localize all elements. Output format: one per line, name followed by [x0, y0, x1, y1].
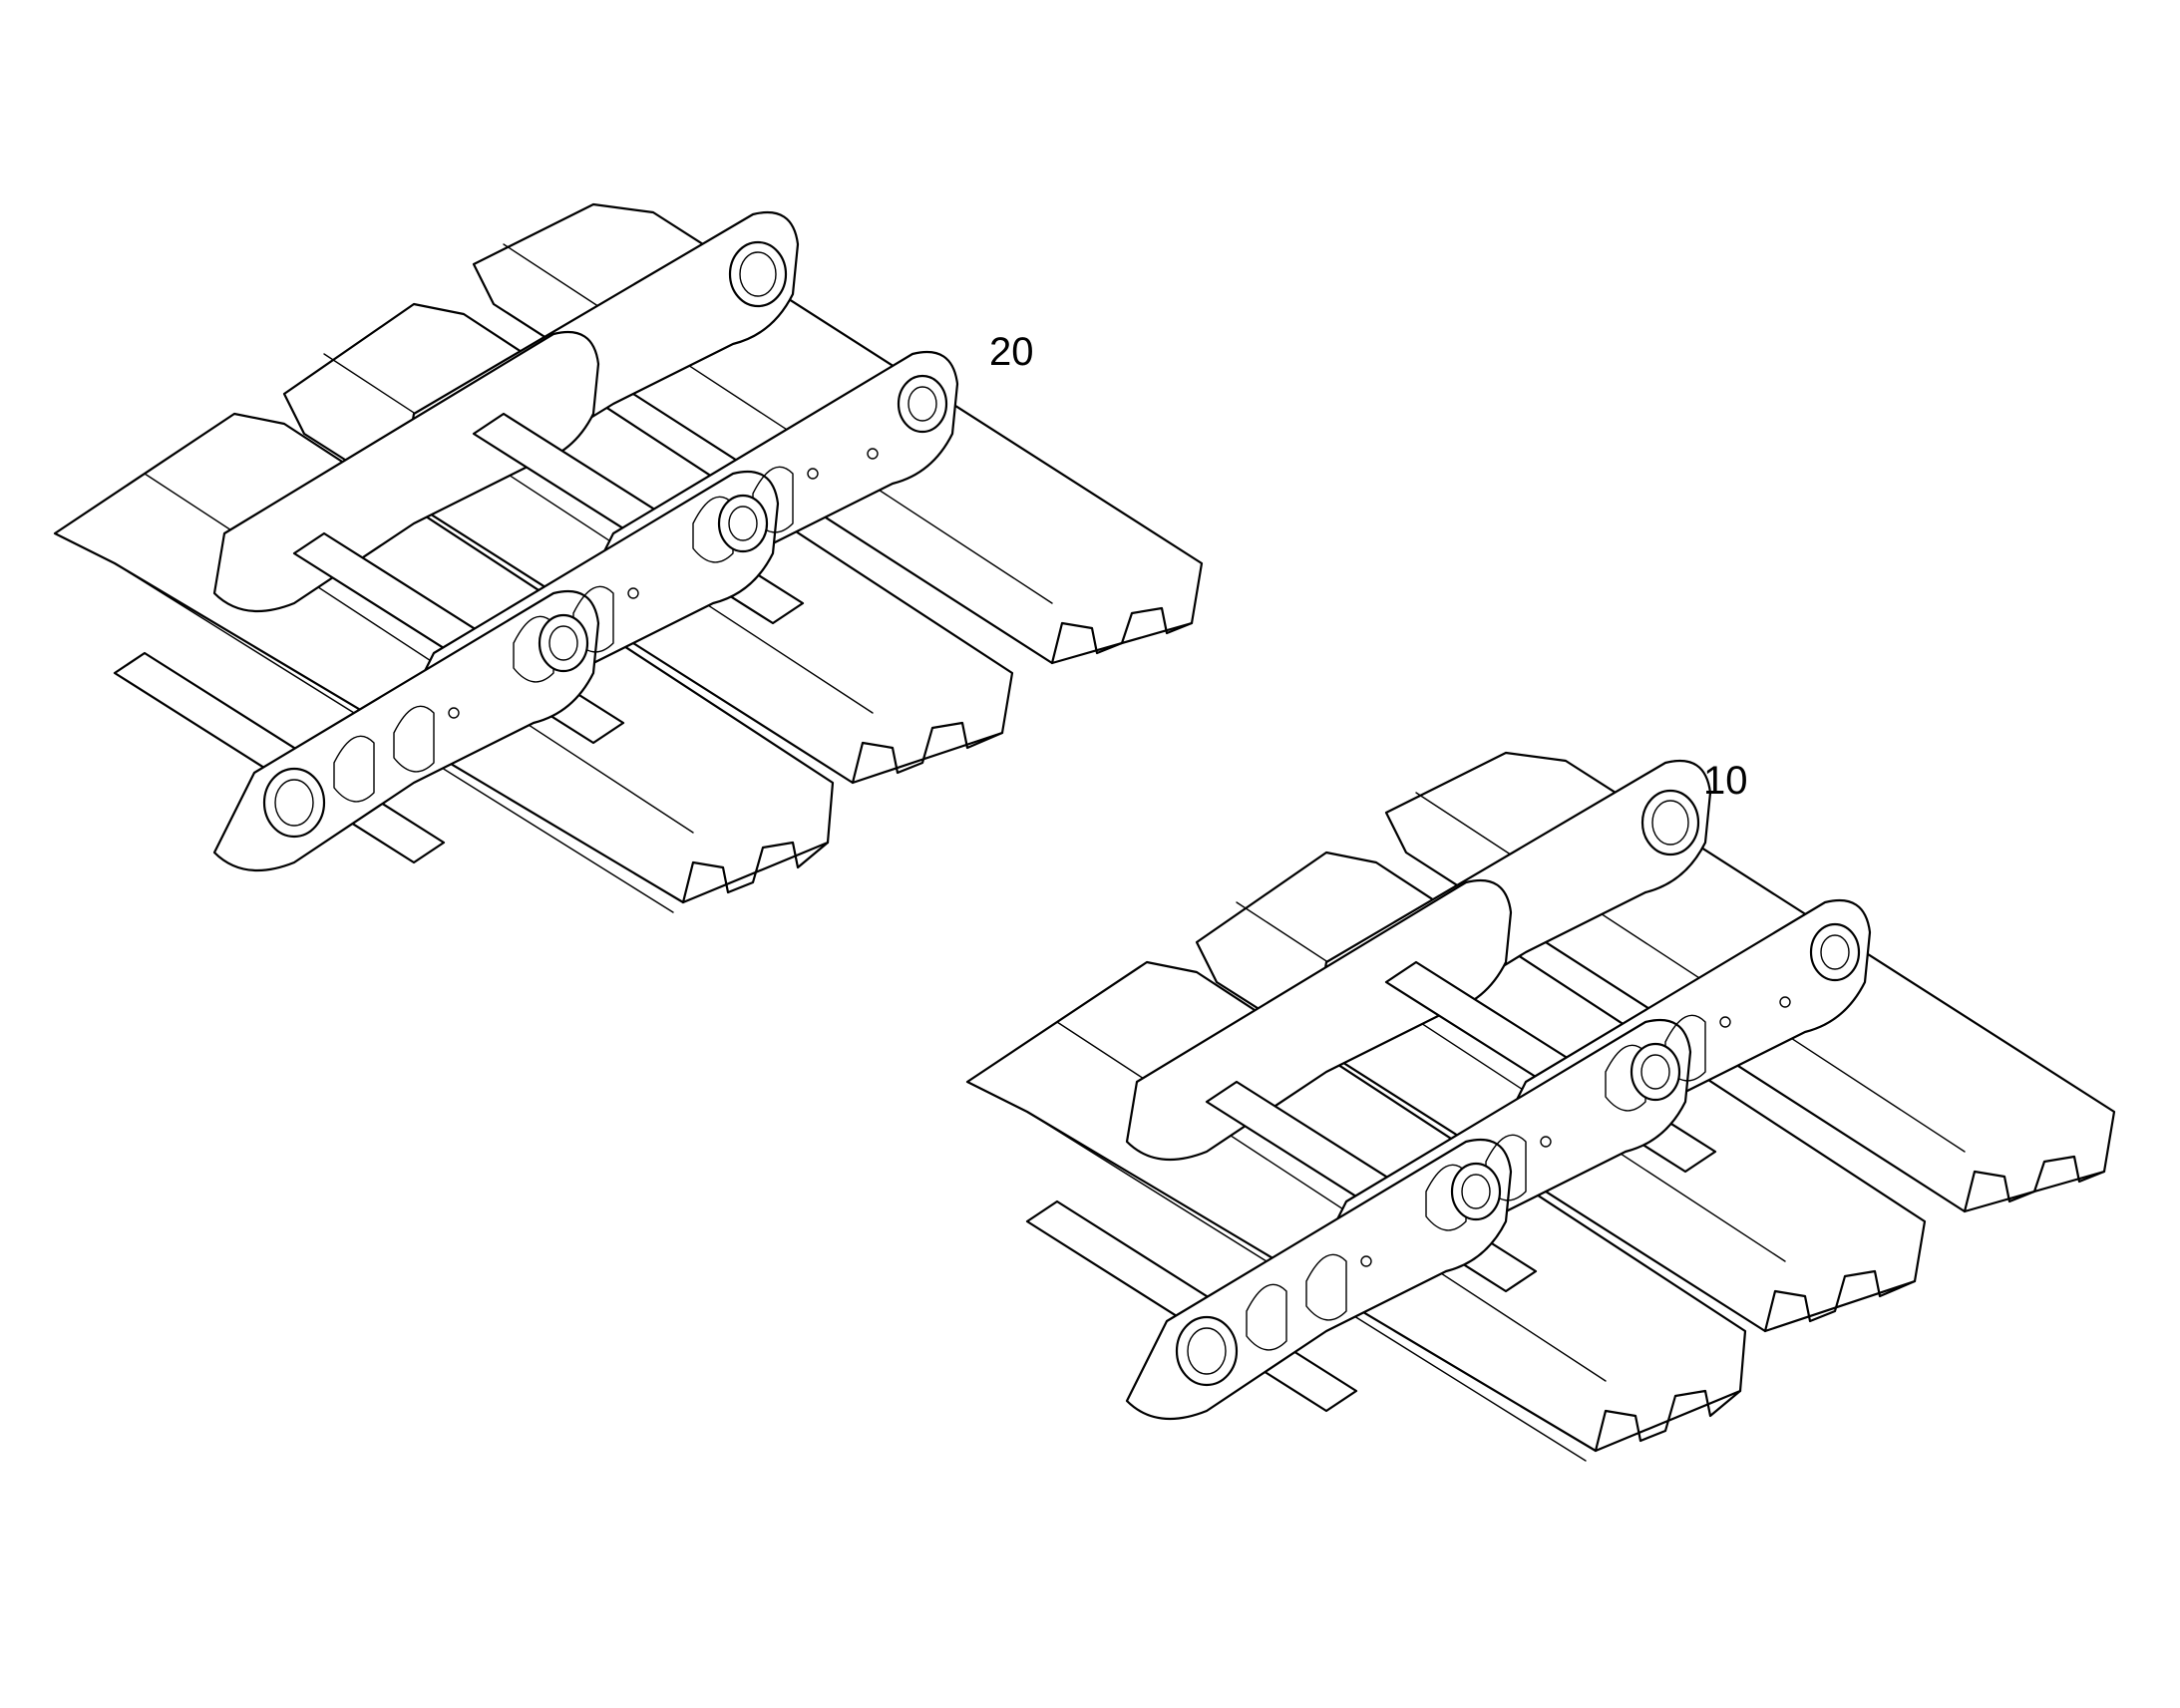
callout-20: 20: [989, 330, 1034, 374]
callout-10: 10: [1703, 759, 1748, 803]
track-assembly-20: [53, 202, 1204, 914]
track-assembly-10: [965, 751, 2116, 1463]
